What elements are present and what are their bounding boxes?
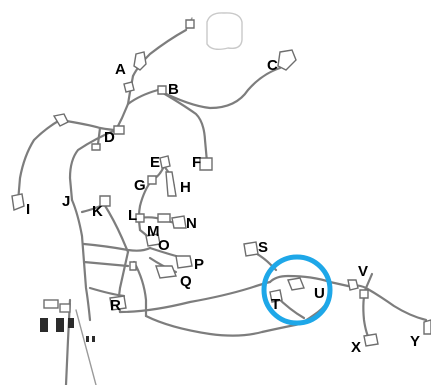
label-F: F [192, 154, 201, 171]
map-labels: A B C D E F G H I J K L M N O P Q R S T … [26, 57, 420, 356]
label-U: U [314, 285, 325, 302]
label-D: D [104, 129, 115, 146]
building-footprints [11, 19, 431, 347]
label-P: P [194, 256, 204, 273]
label-I: I [26, 201, 30, 218]
label-J: J [62, 193, 70, 210]
label-R: R [110, 297, 121, 314]
label-H: H [180, 179, 191, 196]
label-T: T [271, 296, 280, 313]
highlight-circle [261, 254, 333, 326]
label-B: B [168, 81, 179, 98]
label-K: K [92, 203, 103, 220]
label-G: G [134, 177, 146, 194]
label-S: S [258, 239, 268, 256]
label-Y: Y [410, 333, 420, 350]
label-E: E [150, 154, 160, 171]
pond [206, 12, 243, 51]
label-Q: Q [180, 273, 192, 290]
label-V: V [358, 263, 368, 280]
road-network [16, 17, 428, 385]
label-C: C [267, 57, 278, 74]
label-L: L [128, 207, 137, 224]
label-O: O [158, 237, 170, 254]
label-A: A [115, 61, 126, 78]
label-N: N [186, 215, 197, 232]
label-M: M [147, 223, 160, 240]
label-X: X [351, 339, 361, 356]
